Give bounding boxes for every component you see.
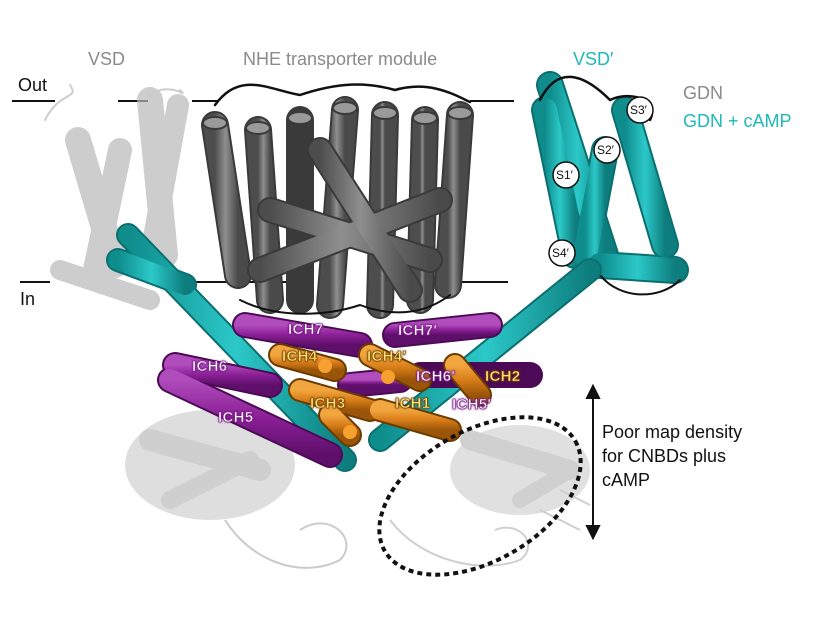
ich5-prime-label: ICH5′ (452, 396, 492, 413)
vertical-double-arrow (585, 383, 601, 541)
ich6-label: ICH6 (192, 358, 228, 375)
ich5-label: ICH5 (218, 409, 254, 426)
note-line-2: for CNBDs plus (602, 446, 727, 466)
s1-label: S1′ (556, 168, 573, 182)
s4-label: S4′ (552, 246, 569, 260)
poor-density-ellipse (377, 415, 583, 577)
cnbd-grey-right (389, 425, 591, 567)
ich1-label: ICH1 (395, 395, 431, 412)
vsd-prime-label: VSD′ (573, 49, 614, 69)
ich6-prime-label: ICH6′ (416, 368, 456, 385)
cnbd-grey-left (125, 410, 348, 569)
vsd-left-helices (44, 84, 189, 310)
legend-gdn-camp: GDN + cAMP (683, 111, 792, 131)
vsd-label: VSD (88, 49, 126, 69)
ich4-prime-label: ICH4′ (367, 348, 407, 365)
nhe-module-label: NHE transporter module (243, 49, 438, 69)
s2-label: S2′ (597, 143, 614, 157)
legend-gdn: GDN (683, 83, 723, 103)
poor-density-note: Poor map density for CNBDs plus cAMP (602, 420, 742, 492)
in-label: In (20, 289, 36, 309)
out-label: Out (18, 75, 48, 95)
note-line-1: Poor map density (602, 422, 743, 442)
ich2-label: ICH2 (485, 368, 521, 385)
ich-purple-helices (157, 312, 543, 468)
ich4-label: ICH4 (282, 348, 318, 365)
s3-label: S3′ (630, 103, 647, 117)
ich3-label: ICH3 (310, 395, 346, 412)
s-label-circles (548, 96, 654, 267)
ich7-prime-label: ICH7′ (398, 322, 438, 339)
ich-orange-helices (268, 343, 492, 447)
ich7-label: ICH7 (288, 321, 324, 338)
nhe-module (201, 83, 474, 319)
note-line-3: cAMP (602, 470, 651, 490)
